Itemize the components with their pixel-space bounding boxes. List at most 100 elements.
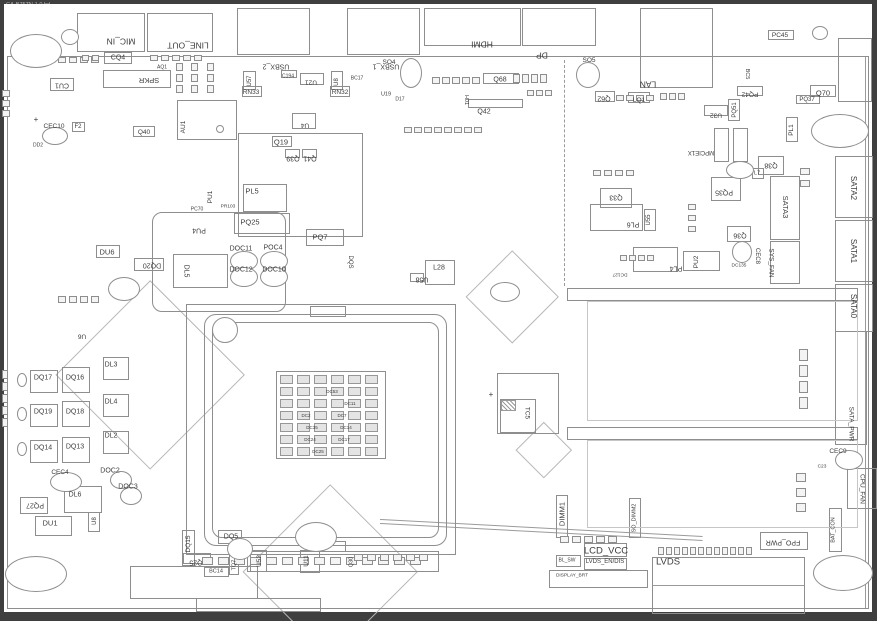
- passive-component: [666, 547, 672, 555]
- passive-component: [176, 74, 183, 82]
- component-label: SO4: [382, 58, 396, 66]
- passive-component: [191, 74, 198, 82]
- component-label: DQ19: [33, 408, 53, 416]
- component-label: PR103: [220, 204, 236, 210]
- passive-component: [2, 394, 8, 403]
- component-label: USBX_2: [262, 62, 290, 70]
- passive-component: [540, 74, 547, 83]
- passive-component: [626, 170, 634, 176]
- component-outline: [810, 85, 836, 97]
- socket-cap-cell: [365, 375, 378, 384]
- component-label: Q36: [733, 231, 747, 239]
- component-label: PQ42: [741, 90, 759, 98]
- component-outline: [644, 209, 656, 231]
- passive-component: [434, 127, 442, 133]
- passive-component: [82, 55, 89, 61]
- passive-component: [616, 95, 624, 101]
- component-label: C194: [282, 73, 294, 80]
- passive-component: [669, 93, 676, 100]
- component-outline: [96, 245, 120, 258]
- socket-cap-cell: [348, 411, 361, 420]
- passive-component: [730, 547, 736, 555]
- component-label: DL6: [68, 491, 82, 499]
- capacitor-ellipse: [110, 471, 132, 489]
- component-label: DQ16: [65, 374, 85, 382]
- component-outline: [234, 213, 290, 234]
- passive-component: [346, 557, 357, 565]
- passive-component: [593, 170, 601, 176]
- component-outline: [829, 508, 842, 552]
- mounting-hole: [811, 114, 869, 148]
- component-outline: [285, 149, 300, 158]
- component-label: SATA0: [849, 293, 858, 319]
- capacitor-ellipse: [726, 161, 754, 179]
- component-outline: [196, 598, 321, 612]
- component-outline: [556, 555, 581, 567]
- component-outline: [177, 100, 237, 140]
- component-label: PU2: [692, 255, 700, 269]
- capacitor-ellipse: [17, 442, 27, 456]
- component-outline: [786, 117, 798, 142]
- component-label: DL4: [104, 398, 118, 406]
- passive-component: [69, 296, 77, 303]
- component-label: CPU_FAN: [858, 474, 866, 504]
- component-outline: [410, 273, 424, 282]
- component-outline: [186, 304, 456, 555]
- socket-cap-cell: [297, 399, 310, 408]
- passive-component: [354, 554, 363, 561]
- capacitor-ellipse: [17, 373, 27, 387]
- passive-component: [432, 77, 440, 84]
- passive-component: [646, 95, 654, 101]
- component-label: DC127: [612, 271, 628, 277]
- component-outline: [770, 176, 800, 240]
- passive-component: [799, 349, 808, 361]
- passive-component: [298, 557, 309, 565]
- component-outline: [243, 71, 256, 90]
- passive-component: [207, 63, 214, 71]
- passive-component: [698, 547, 704, 555]
- component-label: DOC12: [229, 266, 253, 274]
- passive-component: [688, 226, 696, 232]
- component-label: DU6: [99, 247, 115, 257]
- passive-component: [92, 55, 99, 61]
- passive-component: [688, 215, 696, 221]
- passive-component: [800, 168, 810, 175]
- passive-component: [250, 557, 261, 565]
- capacitor-ellipse: [230, 267, 258, 287]
- component-outline: [500, 399, 536, 433]
- component-label: DIMM1: [557, 501, 567, 527]
- component-label: LCD_VCC: [583, 545, 629, 557]
- socket-cap-cell: [365, 387, 378, 396]
- passive-component: [647, 255, 654, 261]
- component-label: RN33: [242, 88, 260, 96]
- socket-cap-cell: [365, 435, 378, 444]
- capacitor-ellipse: [400, 58, 422, 88]
- component-label: Q41: [303, 154, 317, 162]
- passive-component: [161, 55, 169, 61]
- component-label: DOC11: [229, 245, 253, 253]
- passive-component: [800, 180, 810, 187]
- component-label: AQ1: [156, 64, 168, 71]
- passive-component: [604, 170, 612, 176]
- component-label: DD2: [32, 142, 44, 149]
- passive-component: [545, 90, 552, 96]
- component-outline: [88, 512, 100, 532]
- component-outline: [276, 371, 386, 459]
- component-label: PL4: [669, 264, 683, 272]
- component-label: CEC8: [754, 247, 760, 265]
- passive-component: [474, 127, 482, 133]
- component-label: SATA1: [849, 238, 858, 264]
- passive-component: [150, 55, 158, 61]
- component-outline: [640, 8, 713, 88]
- passive-component: [678, 93, 685, 100]
- passive-component: [572, 536, 581, 543]
- component-label: PL5: [245, 186, 259, 196]
- passive-component: [626, 95, 634, 101]
- component-outline: [768, 30, 794, 40]
- component-label: Q19: [273, 137, 289, 147]
- component-outline: [758, 156, 784, 175]
- component-label: Q30: [348, 556, 355, 568]
- component-label: DQ15: [184, 535, 192, 553]
- component-label: PQ27: [26, 501, 44, 509]
